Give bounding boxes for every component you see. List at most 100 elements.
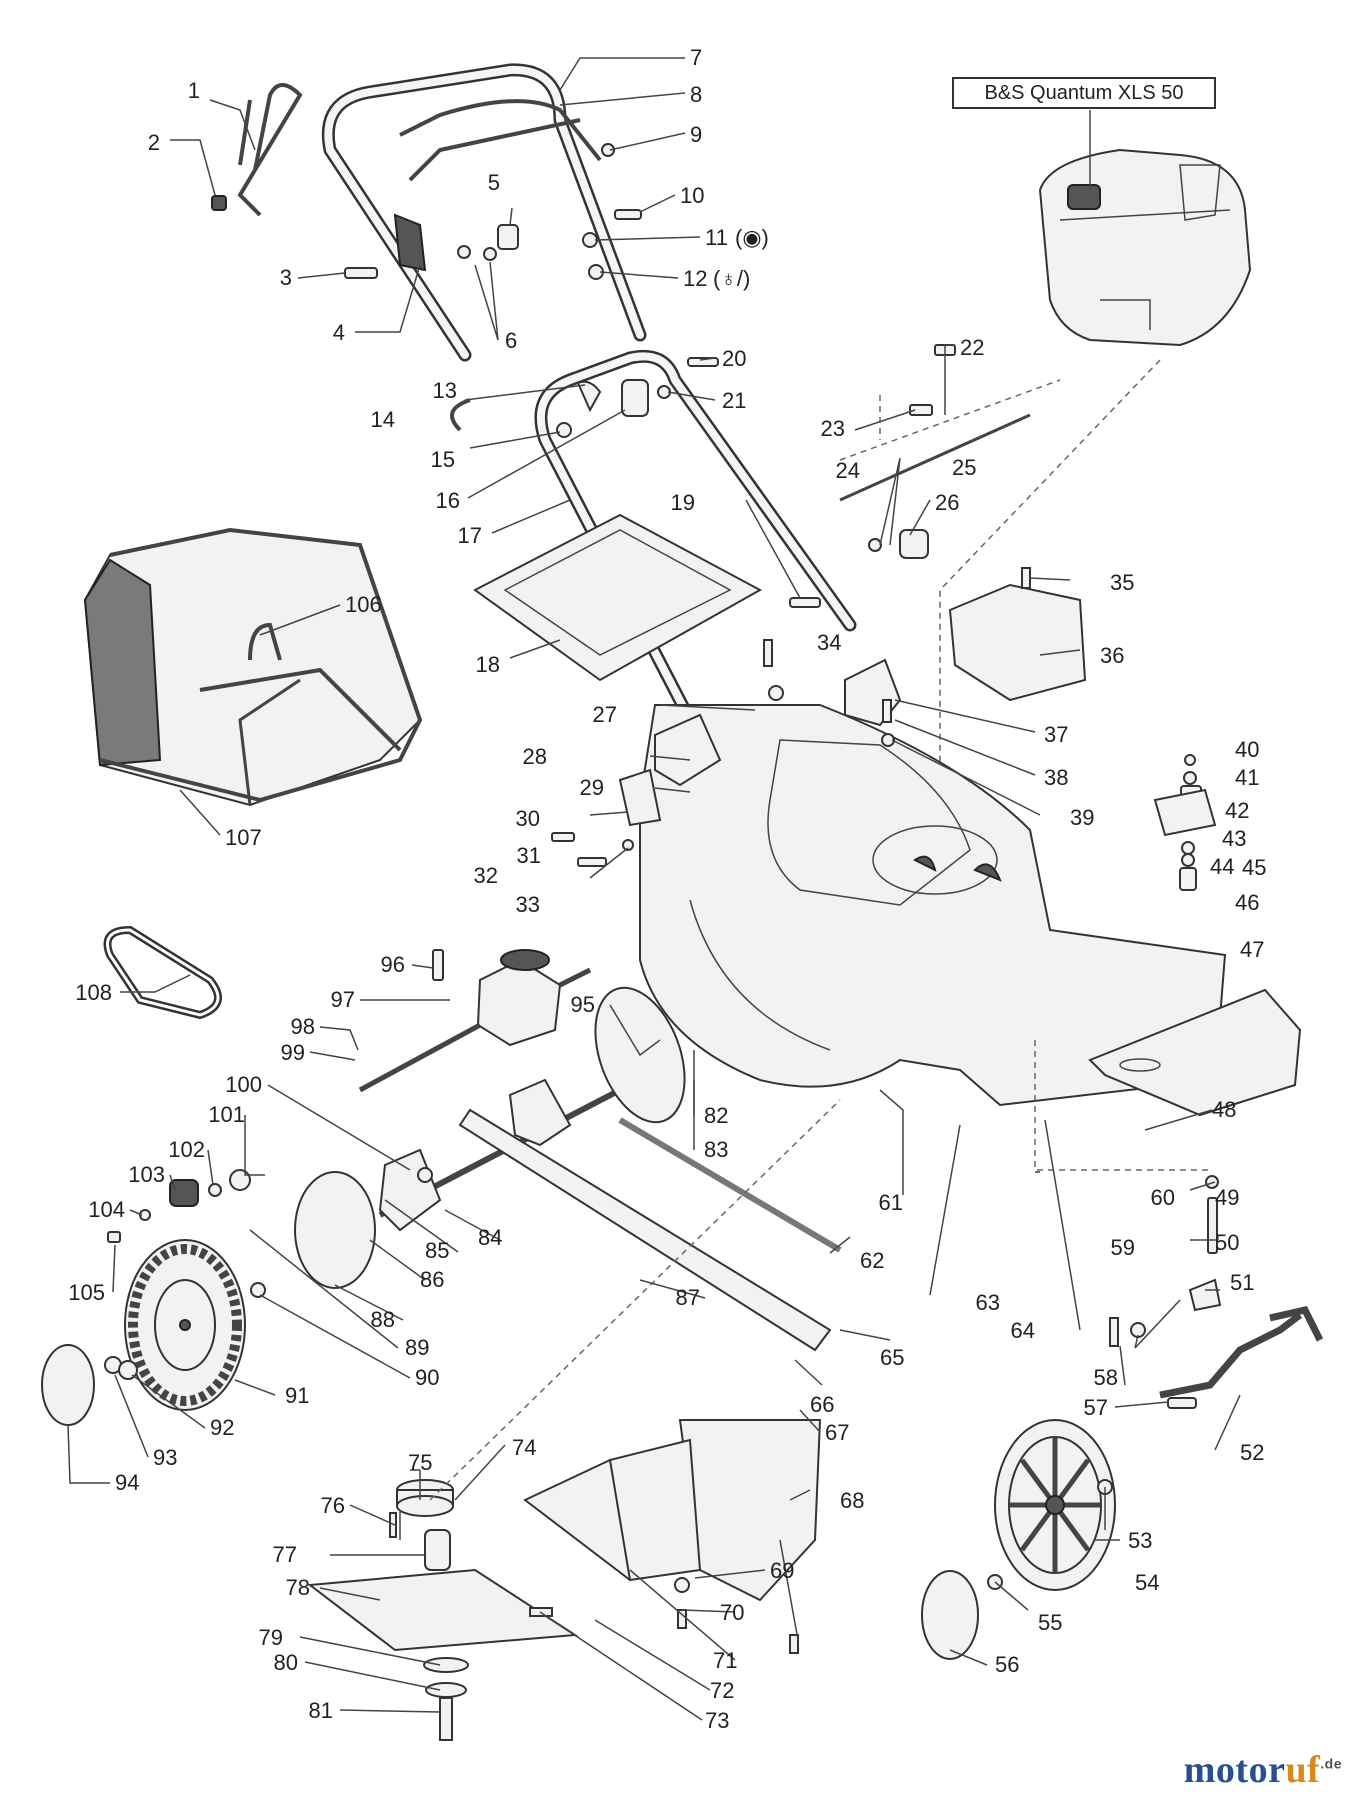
chute-part-72: [608, 1438, 702, 1582]
callout-6: 6: [505, 328, 517, 353]
drive-belt-part-108: [103, 925, 222, 1020]
bolt-part-19: [789, 597, 821, 608]
callout-92: 92: [210, 1415, 234, 1440]
callout-65: 65: [880, 1345, 904, 1370]
bolt-part-81: [439, 1697, 453, 1741]
callout-85: 85: [425, 1238, 449, 1263]
callout-10: 10: [680, 183, 704, 208]
callout-37: 37: [1044, 722, 1068, 747]
callout-81: 81: [309, 1698, 333, 1723]
blade-adapter-part-77: [424, 1529, 451, 1571]
bolt-part-20: [687, 357, 719, 367]
callout-88: 88: [371, 1307, 395, 1332]
brand-part-1: motor: [1183, 1749, 1286, 1791]
callout-21: 21: [722, 388, 746, 413]
callout-98: 98: [291, 1014, 315, 1039]
callout-8: 8: [690, 82, 702, 107]
callout-69: 69: [770, 1558, 794, 1583]
bolt-part-34: [763, 639, 773, 667]
callout-11: 11: [705, 225, 728, 250]
knob-part-16: [621, 379, 649, 417]
callout-96: 96: [381, 952, 405, 977]
callout-9: 9: [690, 122, 702, 147]
callout-56: 56: [995, 1652, 1019, 1677]
callout-71: 71: [713, 1648, 737, 1673]
callout-70: 70: [720, 1600, 744, 1625]
callout-73: 73: [705, 1708, 729, 1733]
hubcap-part-56: [921, 1570, 979, 1660]
callout-26: 26: [935, 490, 959, 515]
callout-90: 90: [415, 1365, 439, 1390]
callout-38: 38: [1044, 765, 1068, 790]
callout-labels: 1 2 3 4 5 6 7 8 9 10 11 (◉) 12 (♁/) 13 1…: [68, 45, 1266, 1733]
brand-suffix: .de: [1320, 1755, 1342, 1772]
cable-guide-part-13: [576, 380, 602, 413]
callout-93: 93: [153, 1445, 177, 1470]
bolt-part-58: [1109, 1317, 1119, 1347]
washer-part-80: [425, 1682, 467, 1698]
brand-logo: motoruf.de: [1184, 1748, 1342, 1792]
clip-part-14: [450, 398, 471, 432]
callout-48: 48: [1212, 1097, 1236, 1122]
callout-82: 82: [704, 1103, 728, 1128]
callout-62: 62: [860, 1248, 884, 1273]
front-axle-part-52: [1159, 1312, 1303, 1399]
cable-clip-part-23: [909, 404, 933, 416]
engine-model-label: B&S Quantum XLS 50: [952, 77, 1216, 109]
rear-wheel-part-91: [124, 1239, 246, 1411]
leader-lines: [67, 57, 1241, 1721]
screw-part-35: [1021, 567, 1031, 589]
nut-part-69: [674, 1577, 690, 1593]
callout-97: 97: [331, 987, 355, 1012]
callout-30: 30: [516, 806, 540, 831]
callout-95: 95: [571, 992, 595, 1017]
callout-13: 13: [433, 378, 457, 403]
callout-101: 101: [208, 1102, 245, 1127]
callout-83: 83: [704, 1137, 728, 1162]
bail-lever-left: [237, 83, 303, 217]
callout-87: 87: [676, 1285, 700, 1310]
callout-63: 63: [976, 1290, 1000, 1315]
callout-47: 47: [1240, 937, 1264, 962]
callout-89: 89: [405, 1335, 429, 1360]
pin-part-75: [389, 1512, 397, 1538]
callout-39: 39: [1070, 805, 1094, 830]
callout-78: 78: [286, 1575, 310, 1600]
callout-79: 79: [259, 1625, 283, 1650]
washer-part-59: [1130, 1322, 1146, 1338]
callout-22: 22: [960, 335, 984, 360]
washer-part-104: [139, 1209, 151, 1221]
callout-99: 99: [281, 1040, 305, 1065]
axle-bracket: [508, 1078, 572, 1147]
washer-part-6b: [483, 247, 497, 261]
bolt-part-10: [614, 209, 642, 220]
bolt-part-33: [577, 857, 607, 867]
callout-41: 41: [1235, 765, 1259, 790]
callout-66: 66: [810, 1392, 834, 1417]
callout-14: 14: [371, 407, 395, 432]
washer-part-79: [423, 1657, 469, 1673]
washer-part-6a: [457, 245, 471, 259]
grass-bag: [83, 527, 423, 807]
callout-46: 46: [1235, 890, 1259, 915]
bracket-part-30: [618, 768, 662, 827]
washer-part-100: [417, 1167, 433, 1183]
knob-part-5: [497, 224, 519, 250]
callout-20: 20: [722, 346, 746, 371]
callout-34: 34: [817, 630, 841, 655]
callout-16: 16: [436, 488, 460, 513]
callout-53: 53: [1128, 1528, 1152, 1553]
engine-cover-part-36: [948, 583, 1087, 702]
callout-18: 18: [476, 652, 500, 677]
callout-36: 36: [1100, 643, 1124, 668]
lever-part-51: [1188, 1278, 1222, 1312]
callout-105: 105: [68, 1280, 105, 1305]
callout-74: 74: [512, 1435, 536, 1460]
callout-94: 94: [115, 1470, 139, 1495]
callout-76: 76: [321, 1493, 345, 1518]
gearbox: [358, 949, 592, 1093]
washer-part-90: [250, 1282, 266, 1298]
callout-40: 40: [1235, 737, 1259, 762]
washer-part-15: [556, 422, 572, 438]
